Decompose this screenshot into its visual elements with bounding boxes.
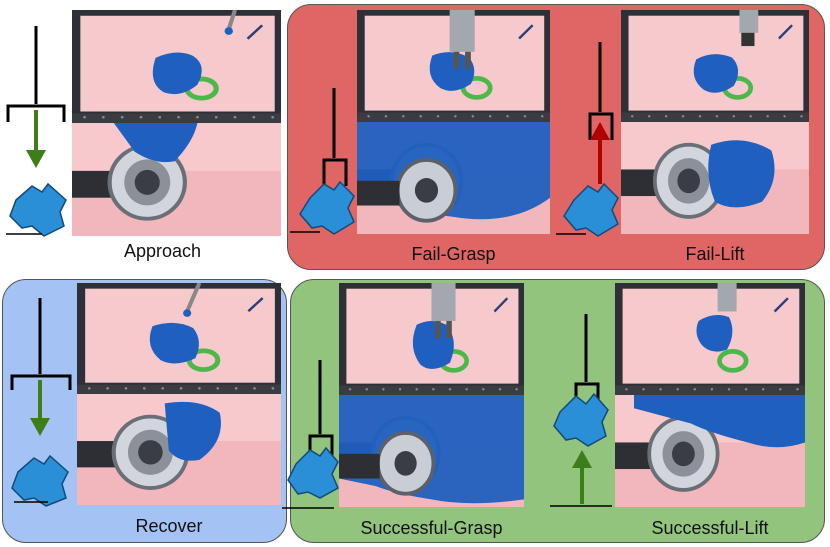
recover-arrow-head [30, 418, 50, 436]
successful-lift-schematic [550, 314, 612, 507]
approach-top-camera-image [72, 10, 281, 123]
fail-grasp-schematic [290, 88, 355, 235]
successful-lift-wrist-camera-image [615, 395, 805, 507]
successful-grasp-top-camera-image [339, 283, 524, 395]
successful-grasp-label: Successful-Grasp [360, 518, 503, 538]
successful-grasp-schematic [282, 360, 339, 509]
approach-wrist-camera-image [72, 123, 281, 236]
shirt-icon [563, 182, 619, 237]
fail-lift-photo [621, 10, 809, 234]
fail-lift-label: Fail-Lift [685, 244, 745, 264]
fail-lift-top-camera-image [621, 10, 809, 122]
approach-photo [72, 10, 281, 236]
shirt-icon [299, 180, 355, 235]
successful-grasp-photo [339, 283, 524, 507]
fail-lift-schematic [556, 42, 619, 237]
recover-top-camera-image [77, 283, 281, 394]
successful-lift-label: Successful-Lift [651, 518, 769, 538]
successful-lift-arrow-head [572, 450, 592, 468]
fail-grasp-label: Fail-Grasp [411, 244, 496, 264]
successful-lift-photo [615, 283, 805, 507]
fail-lift-wrist-camera-image [621, 122, 809, 234]
recover-wrist-camera-image [77, 394, 281, 505]
fail-grasp-photo [357, 10, 550, 234]
approach-schematic [6, 26, 67, 237]
approach-label: Approach [123, 241, 202, 261]
recover-photo [77, 283, 281, 505]
recover-label: Recover [135, 516, 203, 536]
successful-grasp-wrist-camera-image [339, 395, 524, 507]
successful-lift-top-camera-image [615, 283, 805, 395]
fail-lift-arrow-head [590, 122, 610, 140]
shirt-icon [553, 392, 609, 447]
approach-arrow-head [26, 150, 46, 168]
fail-grasp-wrist-camera-image [357, 122, 550, 234]
shirt-icon [287, 446, 339, 499]
recover-schematic [10, 298, 72, 507]
fail-grasp-top-camera-image [357, 10, 550, 122]
shirt-icon [11, 454, 69, 507]
shirt-icon [9, 182, 67, 237]
